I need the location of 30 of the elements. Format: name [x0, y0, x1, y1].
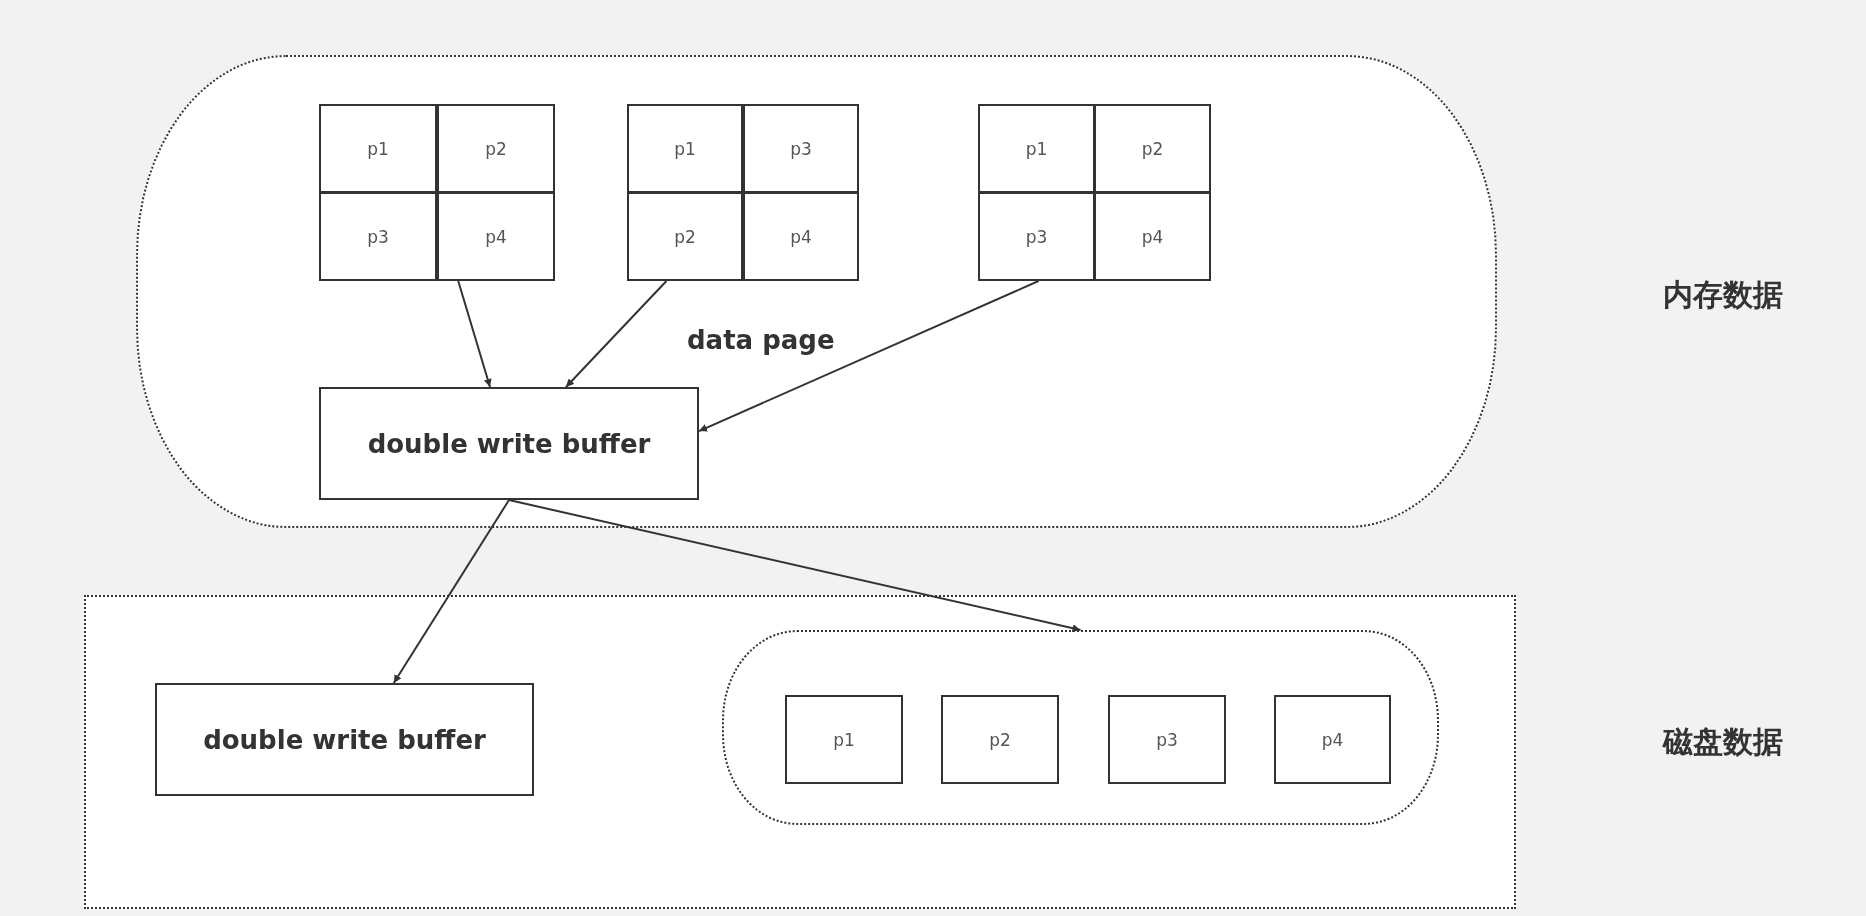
page-cell: p3 [319, 192, 437, 281]
side-label: 内存数据 [1663, 276, 1783, 314]
arrow [392, 499, 510, 684]
page-cell: p3 [978, 192, 1095, 281]
page-cell: p4 [1094, 192, 1211, 281]
side-label: 磁盘数据 [1663, 723, 1783, 761]
page-grid [627, 104, 859, 281]
arrow [508, 499, 1082, 633]
page-cell: p4 [743, 192, 859, 281]
arrow [565, 280, 668, 388]
page-cell: p2 [627, 192, 743, 281]
page-cell: p3 [1108, 695, 1226, 784]
page-cell: p1 [978, 104, 1095, 193]
page-cell: p2 [941, 695, 1059, 784]
buffer-box: double write buffer [319, 387, 699, 500]
dotted-region [84, 595, 1516, 909]
page-cell: p4 [437, 192, 555, 281]
buffer-box: double write buffer [155, 683, 534, 796]
annotation-label: data page [687, 325, 835, 355]
page-cell: p2 [1094, 104, 1211, 193]
page-cell: p1 [785, 695, 903, 784]
page-cell: p4 [1274, 695, 1391, 784]
page-grid [319, 104, 555, 281]
page-cell: p1 [627, 104, 743, 193]
page-cell: p1 [319, 104, 437, 193]
page-cell: p3 [743, 104, 859, 193]
page-grid [978, 104, 1211, 281]
arrow [457, 280, 492, 388]
arrow [698, 280, 1040, 433]
page-cell: p2 [437, 104, 555, 193]
